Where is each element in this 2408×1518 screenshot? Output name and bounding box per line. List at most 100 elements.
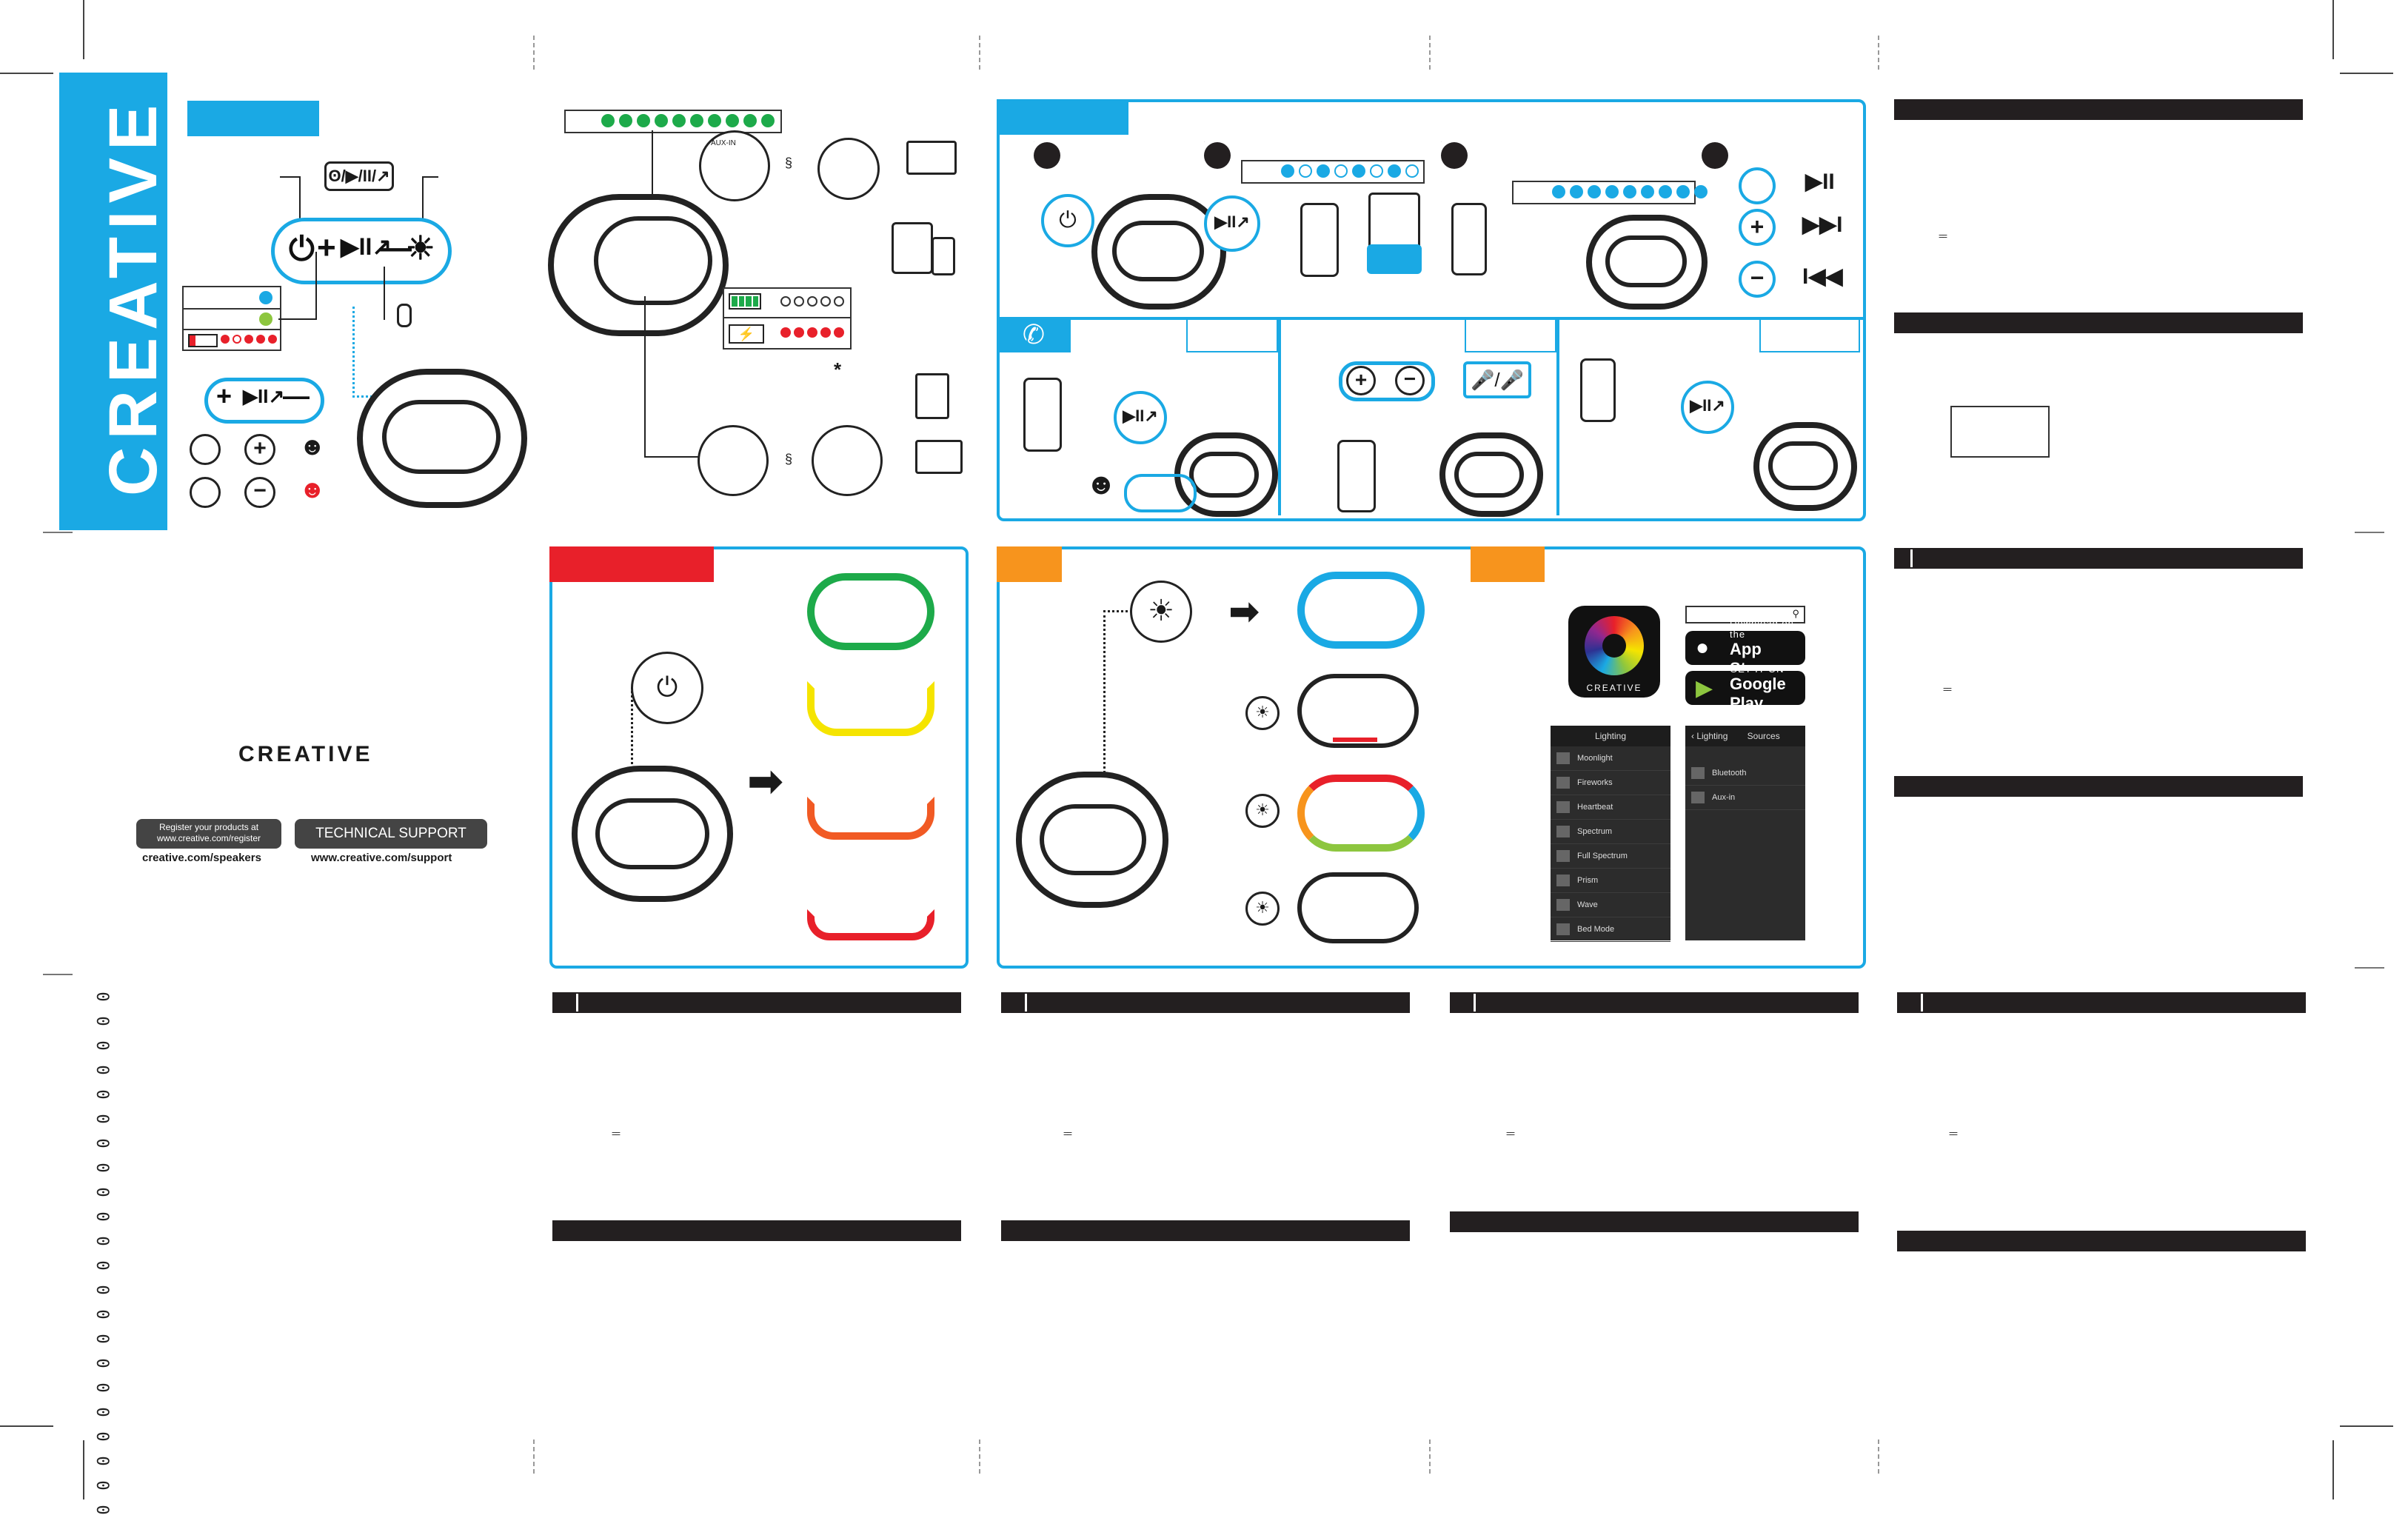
bt-button-zoom: ▶II↗: [1204, 195, 1260, 252]
answer-button-zoom: ▶II↗: [1114, 391, 1167, 444]
volume-up-button-icon: +: [1346, 366, 1376, 395]
section-bar: [1894, 99, 2303, 120]
list-item[interactable]: Aux-in: [1685, 786, 1805, 810]
section-tab-orange: [1471, 546, 1545, 582]
list-item[interactable]: Spectrum: [1551, 820, 1670, 844]
search-field[interactable]: ⚲: [1685, 606, 1805, 623]
crop-mark: [0, 1425, 53, 1427]
tech-support-url[interactable]: www.creative.com/support: [311, 852, 452, 864]
light-button-small: ☀: [1245, 696, 1280, 730]
small-mark: ==: [1939, 231, 1947, 241]
speaker-illustration: [1016, 772, 1168, 908]
speaker-illustration: [548, 194, 729, 336]
status-row: [184, 287, 280, 310]
list-item[interactable]: Prism: [1551, 869, 1670, 893]
volume-down-icon[interactable]: —: [379, 230, 412, 266]
status-row: [184, 310, 280, 330]
divider: [997, 317, 1863, 320]
battery-full-icon: [729, 293, 761, 310]
power-icon[interactable]: ⏻: [289, 231, 315, 267]
call-tab: ✆: [997, 317, 1071, 352]
phone-bt-icon: [1300, 203, 1339, 277]
fold-mark: [43, 974, 73, 975]
play-icon: ▶: [1696, 676, 1713, 701]
fold-mark: [979, 36, 980, 70]
callout-line: [644, 296, 646, 458]
back-link[interactable]: ‹ Lighting: [1691, 731, 1728, 741]
empty-box: [1950, 406, 2050, 458]
prev-track-icon: I◀◀: [1802, 264, 1843, 289]
section-bar: [1450, 1211, 1859, 1232]
store-small-text: GET IT ON: [1730, 663, 1785, 675]
small-mark: ==: [1506, 1129, 1515, 1139]
usb-cable-zoom: [812, 425, 883, 496]
light-icon[interactable]: ☀: [406, 230, 435, 267]
light-button-zoom: ☀: [1130, 581, 1192, 643]
mode-button-icon: [190, 434, 221, 465]
divider: [1278, 317, 1281, 515]
volume-down-button-icon: −: [1395, 366, 1425, 395]
store-small-text: Download on the: [1730, 618, 1794, 640]
power-button-zoom: ⏻: [631, 652, 703, 724]
small-mark: ==: [1949, 1129, 1958, 1139]
list-item[interactable]: Full Spectrum: [1551, 844, 1670, 869]
fold-mark: [1429, 36, 1431, 70]
battery-low-icon: [188, 334, 218, 347]
fold-mark: [533, 1440, 535, 1474]
callout-line: [422, 176, 424, 221]
ring-blue: [1297, 572, 1425, 649]
section-bar: [1897, 1231, 2306, 1251]
brand-logo: CREATIVE: [238, 742, 373, 766]
led-blue: [259, 291, 272, 304]
app-screen-lighting: Lighting Moonlight Fireworks Heartbeat S…: [1551, 726, 1670, 942]
fold-mark: [1878, 1440, 1879, 1474]
app-store-badge[interactable]: ● Download on the App Store: [1685, 618, 1805, 678]
list-item[interactable]: Fireworks: [1551, 771, 1670, 795]
speaker-illustration: [1753, 422, 1857, 511]
ring-green: [807, 573, 934, 650]
ring-spectrum: [1297, 775, 1425, 852]
speaker-illustration: [1091, 194, 1226, 310]
tablet-icon: [892, 222, 933, 274]
list-item[interactable]: Bed Mode: [1551, 917, 1670, 942]
pairing-panel: [997, 99, 1866, 521]
dotted-link: [631, 687, 635, 769]
step-badge: 3: [1441, 142, 1468, 169]
battery-table: ⚡: [723, 287, 852, 350]
section-bar: [1001, 1220, 1410, 1241]
battery-row: [724, 289, 850, 318]
volume-up-button-icon[interactable]: +: [1739, 209, 1776, 246]
control-strip: [271, 218, 452, 284]
speaker-illustration: [1586, 215, 1708, 310]
usb-sep: §: [785, 452, 793, 467]
fold-mark: [533, 36, 535, 70]
arrow-right-icon: ➡: [748, 758, 783, 804]
fold-mark: [2355, 532, 2384, 533]
step-badge: 2: [1204, 142, 1231, 169]
asterisk: *: [834, 358, 842, 381]
section-bar: [1001, 992, 1410, 1013]
status-row: [184, 330, 280, 350]
crop-mark: [2340, 73, 2393, 74]
list-item[interactable]: Bluetooth: [1685, 761, 1805, 786]
list-item[interactable]: Wave: [1551, 893, 1670, 917]
wall-adapter-icon: [915, 373, 949, 419]
mode-button-icon[interactable]: [1739, 167, 1776, 204]
play-pause-icon: ▶II: [1805, 170, 1835, 194]
volume-up-icon[interactable]: +: [317, 230, 336, 266]
laptop-icon: [906, 141, 957, 175]
app-icon[interactable]: CREATIVE: [1568, 606, 1660, 698]
google-play-badge[interactable]: ▶ GET IT ON Google Play: [1685, 663, 1805, 712]
volume-down-button-icon[interactable]: −: [1739, 261, 1776, 298]
play-pause-call-icon: ▶II↗: [243, 385, 285, 407]
crop-mark: [2332, 1440, 2334, 1499]
list-item[interactable]: Moonlight: [1551, 746, 1670, 771]
list-item[interactable]: Heartbeat: [1551, 795, 1670, 820]
callout-line: [422, 176, 438, 178]
callout-line: [315, 252, 317, 320]
talk-icon: ☻: [1086, 468, 1117, 501]
light-button-small: ☀: [1245, 794, 1280, 828]
play-pause-call-icon[interactable]: ▶II↗: [341, 233, 392, 260]
register-url[interactable]: creative.com/speakers: [142, 852, 261, 864]
